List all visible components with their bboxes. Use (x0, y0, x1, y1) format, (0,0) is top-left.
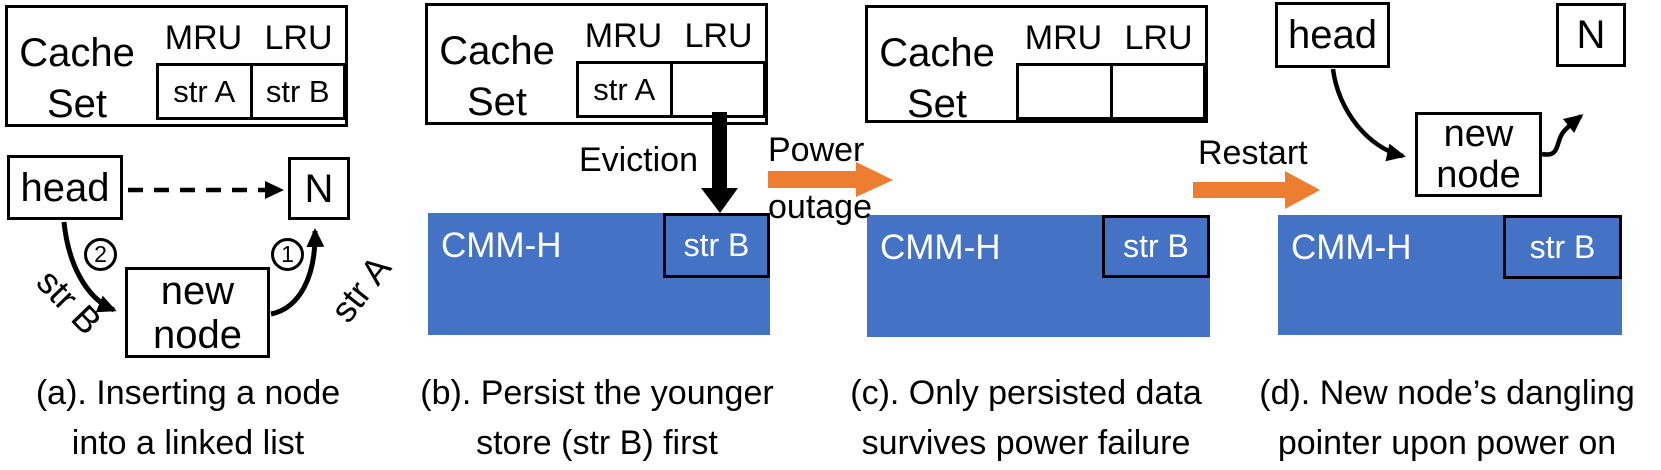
cache-set-box-c: Cache Set MRU LRU (865, 5, 1208, 126)
cache-set-title-line2: Set (466, 80, 528, 124)
mru-lru-header: MRU LRU (1016, 19, 1206, 58)
power-outage-label-line2: outage (768, 188, 872, 227)
step-2-number: 2 (94, 241, 107, 267)
str-a-edge-label: str A (322, 248, 399, 331)
n-node-label: N (1576, 13, 1606, 57)
eviction-label: Eviction (540, 141, 698, 180)
step-1-badge: 1 (271, 238, 304, 271)
restart-text: Restart (1198, 134, 1308, 172)
dangling-pointer-arrow (1541, 114, 1584, 157)
head-node-label: head (20, 165, 110, 210)
restart-arrow (1193, 171, 1320, 209)
str-b-persisted-cell: str B (1503, 215, 1622, 279)
cache-set-title: Cache Set (438, 26, 556, 128)
cmm-h-box-b: CMM-H str B (428, 213, 770, 335)
power-outage-label-line1: Power (768, 131, 864, 170)
str-b-persisted-cell: str B (1102, 215, 1210, 278)
cache-cells: str A (576, 61, 766, 118)
mru-label: MRU (584, 17, 663, 55)
new-node-a: new node (125, 267, 270, 358)
head-to-newnode-arrow-d (1330, 68, 1406, 162)
caption-c: (c). Only persisted data survives power … (766, 368, 1286, 468)
n-node-label: N (304, 166, 334, 211)
cmm-h-box-d: CMM-H str B (1278, 215, 1622, 335)
n-node-a: N (288, 157, 350, 220)
cache-cells (1016, 63, 1206, 120)
head-node-a: head (7, 155, 123, 220)
caption-c-line2: survives power failure (861, 424, 1191, 462)
str-b-edge-text: str B (28, 260, 110, 343)
cache-set-title: Cache Set (18, 28, 136, 130)
caption-b: (b). Persist the younger store (str B) f… (337, 368, 857, 468)
cache-set-title-line2: Set (906, 82, 968, 126)
str-a-edge-text: str A (322, 247, 399, 330)
str-b-persisted-cell: str B (663, 213, 770, 278)
caption-b-line2: store (str B) first (476, 424, 718, 462)
cache-cell-mru-empty (1019, 66, 1113, 117)
new-node-label-line1: new (160, 268, 235, 313)
power-text: Power (768, 131, 865, 169)
caption-a: (a). Inserting a node into a linked list (0, 368, 448, 468)
head-node-d: head (1275, 2, 1390, 68)
caption-d-line1: (d). New node’s dangling (1259, 374, 1635, 412)
cache-set-box-b: Cache Set MRU LRU str A (425, 3, 768, 125)
caption-a-line2: into a linked list (71, 424, 305, 462)
cache-cells: str A str B (156, 63, 346, 120)
cache-cell-lru: str B (265, 73, 330, 109)
mru-lru-header: MRU LRU (576, 17, 766, 56)
n-node-d: N (1556, 3, 1626, 67)
cache-cell-lru-empty (673, 64, 764, 115)
mru-label: MRU (164, 19, 243, 57)
str-b-edge-label: str B (28, 261, 110, 343)
caption-d-line2: pointer upon power on (1277, 424, 1617, 462)
cmm-h-label: CMM-H (880, 228, 1001, 267)
cache-set-title-line1: Cache (19, 31, 135, 75)
caption-a-line1: (a). Inserting a node (35, 374, 341, 412)
cache-set-title: Cache Set (878, 28, 996, 130)
caption-d: (d). New node’s dangling pointer upon po… (1187, 368, 1661, 468)
lru-label: LRU (684, 17, 753, 55)
lru-label: LRU (264, 19, 333, 57)
caption-c-line1: (c). Only persisted data (850, 374, 1202, 412)
cmm-h-label: CMM-H (441, 226, 562, 265)
new-node-label-line1: new (1443, 112, 1514, 155)
cache-set-title-line2: Set (46, 82, 108, 126)
mru-label: MRU (1024, 19, 1103, 57)
eviction-text: Eviction (578, 141, 698, 179)
head-node-label: head (1288, 13, 1377, 57)
outage-text: outage (768, 188, 872, 226)
new-node-label-line2: node (1436, 153, 1521, 196)
restart-label: Restart (1198, 134, 1308, 173)
mru-lru-header: MRU LRU (156, 19, 346, 58)
cache-set-title-line1: Cache (879, 31, 995, 75)
new-node-label-line2: node (153, 312, 242, 357)
step-2-badge: 2 (84, 238, 117, 271)
cache-cell-lru-empty (1113, 66, 1204, 117)
new-node-d: new node (1415, 112, 1542, 197)
cache-set-box-a: Cache Set MRU LRU str A str B (5, 5, 348, 127)
step-1-number: 1 (281, 241, 294, 267)
lru-label: LRU (1124, 19, 1193, 57)
cmm-h-box-c: CMM-H str B (867, 215, 1210, 337)
cache-cell-mru: str A (579, 64, 673, 115)
eviction-arrow (701, 112, 738, 213)
cache-set-title-line1: Cache (439, 29, 555, 73)
cache-cell-mru: str A (159, 66, 253, 117)
caption-b-line1: (b). Persist the younger (420, 374, 774, 412)
cmm-h-label: CMM-H (1291, 228, 1412, 267)
